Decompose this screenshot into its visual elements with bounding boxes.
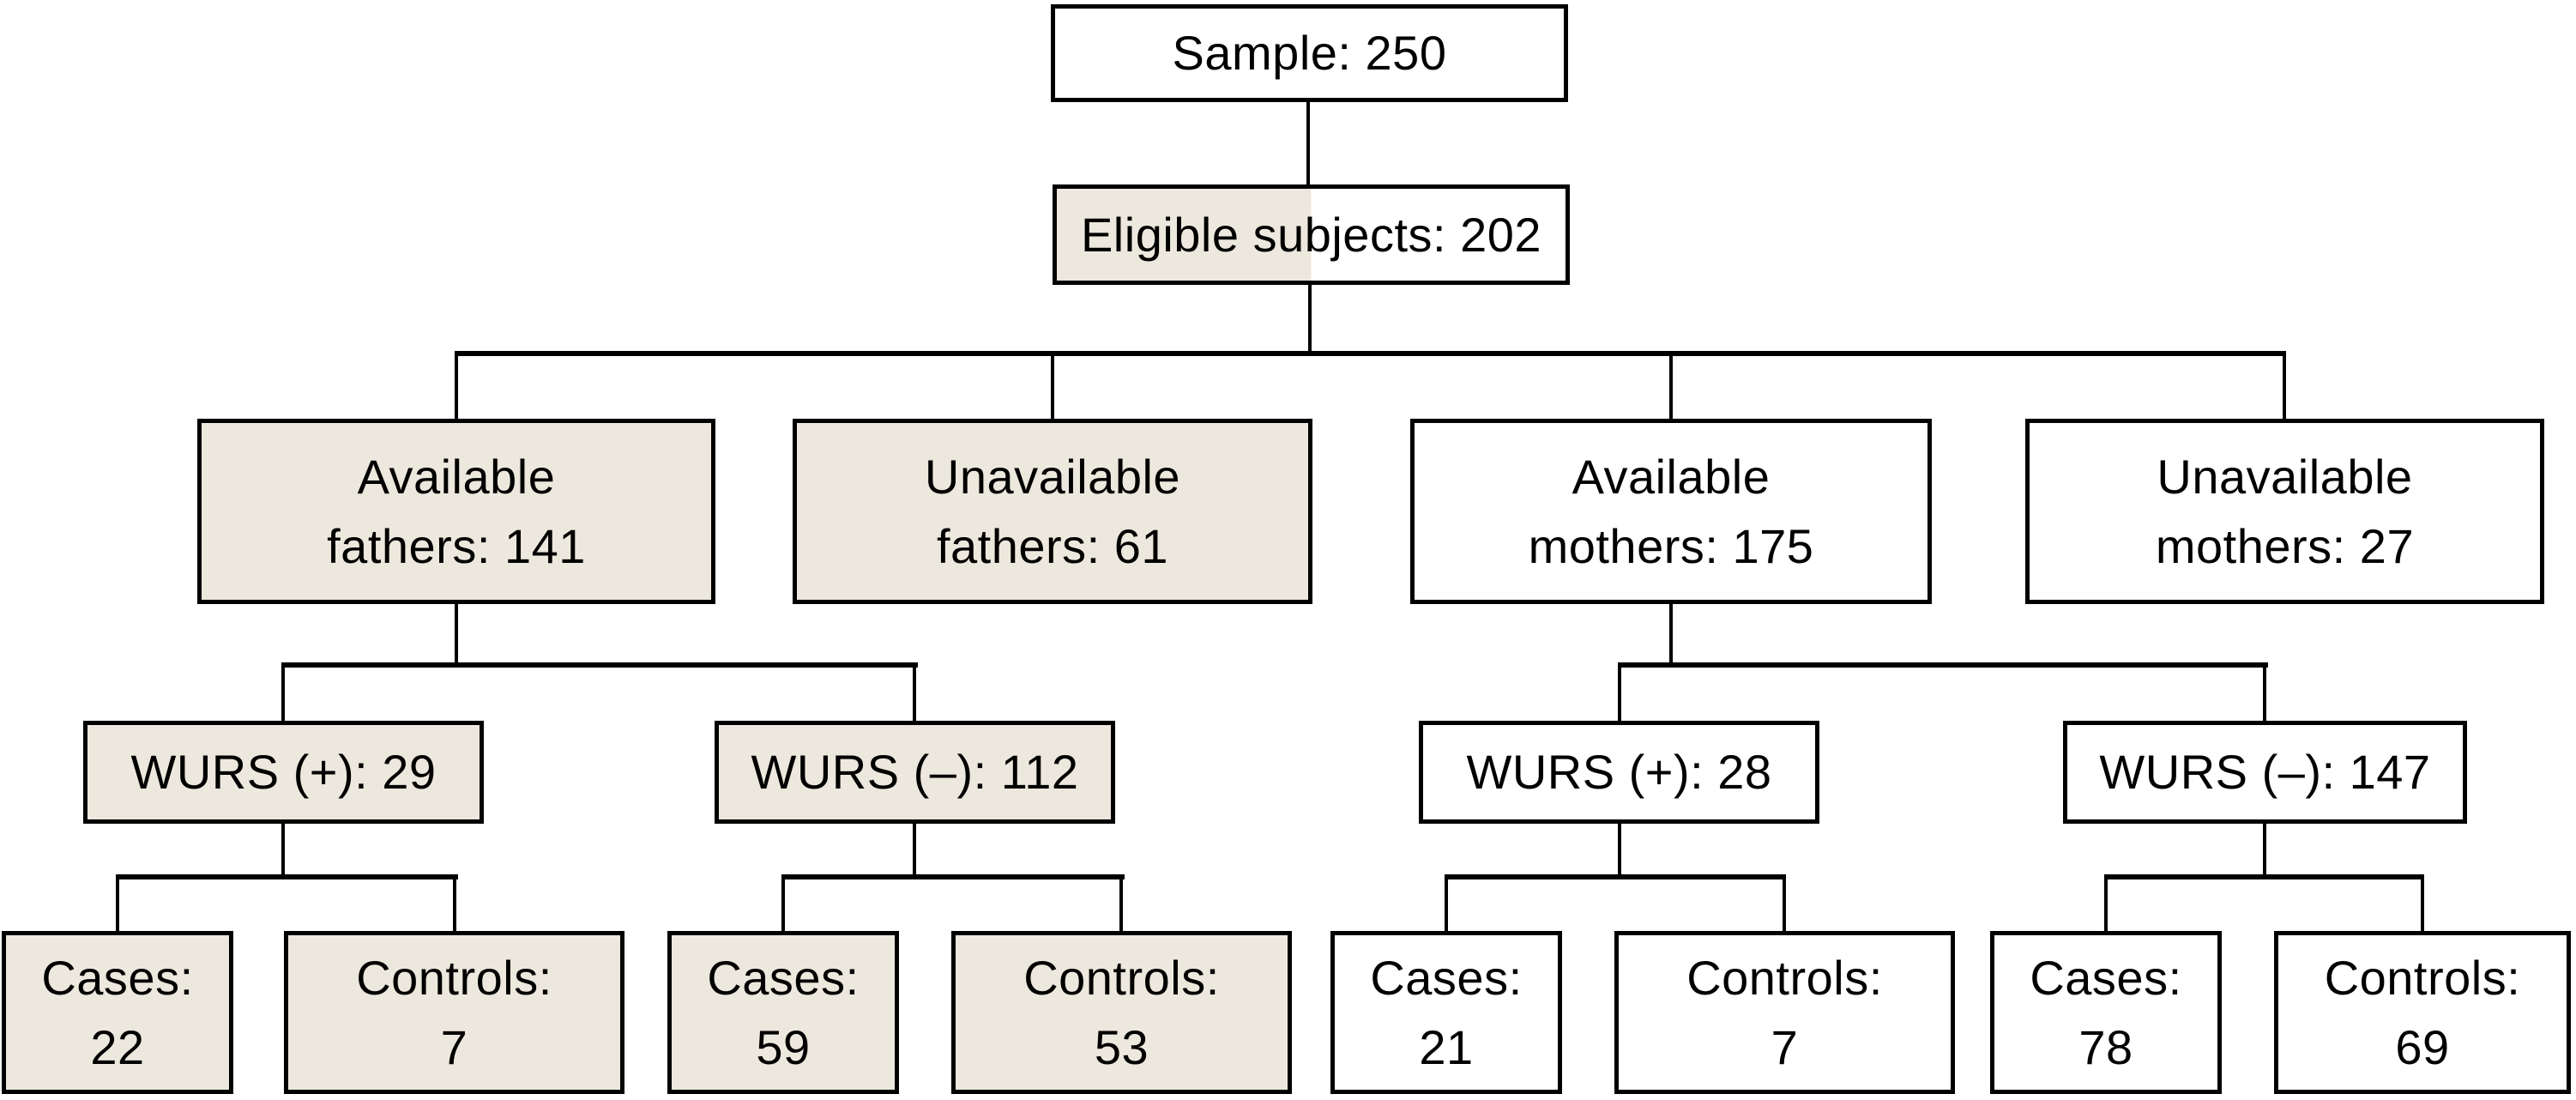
node-unavailable-fathers: Unavailable fathers: 61 — [793, 419, 1312, 604]
connector-drop-cases-m-pos — [1445, 874, 1448, 931]
connector-fathers-stub — [455, 602, 458, 666]
node-controls-mothers-wurs-negative: Controls: 69 — [2274, 931, 2571, 1094]
connector-sample-eligible — [1306, 100, 1310, 186]
connector-drop-wurs-negative-fathers — [913, 662, 916, 722]
connector-eligible-stub — [1308, 283, 1312, 356]
connector-drop-cases-m-neg — [2104, 874, 2108, 931]
connector-drop-controls-m-neg — [2421, 874, 2424, 931]
connector-drop-unavailable-fathers — [1051, 351, 1054, 420]
connector-drop-available-fathers — [455, 351, 458, 420]
connector-wurs-pm-rail — [1445, 874, 1786, 879]
node-cases-fathers-wurs-negative: Cases: 59 — [667, 931, 899, 1094]
node-cases-mothers-wurs-negative: Cases: 78 — [1990, 931, 2222, 1094]
connector-drop-cases-f-pos — [116, 874, 119, 931]
connector-drop-cases-f-neg — [781, 874, 785, 931]
node-controls-mothers-wurs-positive: Controls: 7 — [1614, 931, 1955, 1094]
connector-eligible-rail — [455, 351, 2286, 356]
node-cases-mothers-wurs-positive: Cases: 21 — [1330, 931, 1562, 1094]
node-wurs-positive-mothers: WURS (+): 28 — [1419, 721, 1819, 824]
node-available-mothers: Available mothers: 175 — [1410, 419, 1932, 604]
connector-drop-wurs-negative-mothers — [2263, 662, 2266, 722]
connector-drop-available-mothers — [1669, 351, 1673, 420]
node-unavailable-mothers: Unavailable mothers: 27 — [2025, 419, 2544, 604]
node-cases-fathers-wurs-positive: Cases: 22 — [2, 931, 233, 1094]
connector-wurs-nm-rail — [2104, 874, 2424, 879]
connector-fathers-rail — [281, 662, 918, 668]
connector-drop-controls-f-neg — [1119, 874, 1123, 931]
connector-drop-wurs-positive-mothers — [1618, 662, 1621, 722]
node-eligible-subjects: Eligible subjects: 202 — [1053, 184, 1570, 285]
connector-mothers-stub — [1669, 602, 1673, 666]
connector-wurs-nf-rail — [781, 874, 1125, 879]
node-wurs-positive-fathers: WURS (+): 29 — [83, 721, 484, 824]
node-controls-fathers-wurs-positive: Controls: 7 — [284, 931, 624, 1094]
connector-drop-controls-m-pos — [1783, 874, 1786, 931]
node-wurs-negative-fathers: WURS (–): 112 — [715, 721, 1115, 824]
connector-wurs-nf-stub — [913, 822, 916, 878]
node-controls-fathers-wurs-negative: Controls: 53 — [951, 931, 1292, 1094]
connector-wurs-pf-stub — [281, 822, 285, 878]
node-available-fathers: Available fathers: 141 — [197, 419, 715, 604]
connector-drop-wurs-positive-fathers — [281, 662, 285, 722]
connector-wurs-pf-rail — [116, 874, 458, 879]
connector-mothers-rail — [1618, 662, 2268, 668]
connector-wurs-pm-stub — [1618, 822, 1621, 878]
connector-drop-controls-f-pos — [453, 874, 456, 931]
node-wurs-negative-mothers: WURS (–): 147 — [2063, 721, 2467, 824]
node-sample: Sample: 250 — [1051, 4, 1568, 102]
connector-wurs-nm-stub — [2263, 822, 2266, 878]
connector-drop-unavailable-mothers — [2283, 351, 2286, 420]
